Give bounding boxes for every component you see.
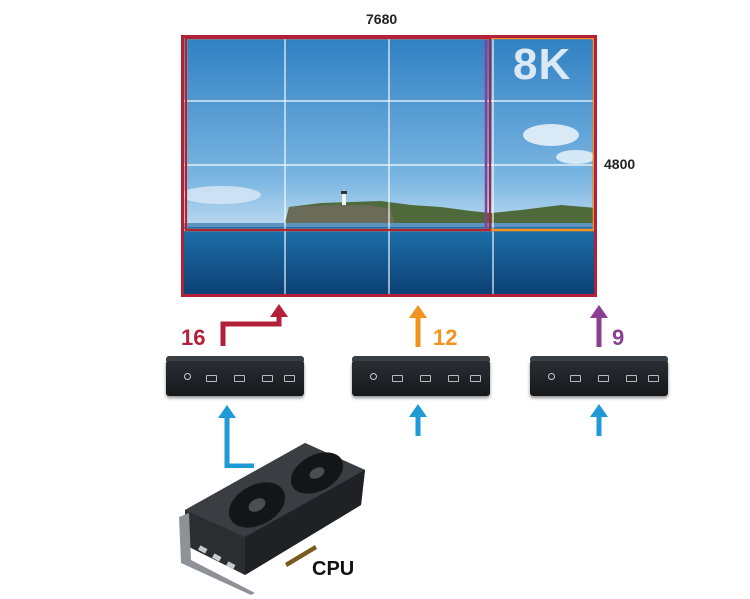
- output-count-12: 12: [433, 325, 458, 350]
- wall-height-label: 4800: [604, 156, 636, 172]
- region-16-outline: [181, 35, 597, 297]
- cloud: [556, 150, 596, 164]
- lighthouse: [342, 193, 346, 205]
- video-wall-processor-icon: [530, 356, 668, 396]
- cloud: [523, 124, 579, 146]
- output-arrow-9: [590, 305, 608, 347]
- output-count-16: 16: [181, 325, 206, 350]
- region-16-inner: [185, 37, 491, 231]
- wall-width-label: 7680: [366, 11, 398, 27]
- video-wall-processor-icon: [166, 356, 304, 396]
- output-arrow-12: [409, 305, 427, 347]
- video-wall: [181, 35, 597, 297]
- input-arrow: [590, 404, 608, 436]
- cloud: [181, 186, 261, 204]
- output-count-9: 9: [612, 325, 625, 350]
- graphics-card-icon: [179, 443, 365, 595]
- video-wall-processor-icon: [352, 356, 490, 396]
- cliff: [285, 205, 395, 228]
- source-label: CPU: [312, 558, 355, 580]
- resolution-badge: 8K: [513, 40, 572, 89]
- output-arrow-16: [220, 304, 288, 346]
- input-arrow-from-gpu: [218, 405, 254, 468]
- input-arrow: [409, 404, 427, 436]
